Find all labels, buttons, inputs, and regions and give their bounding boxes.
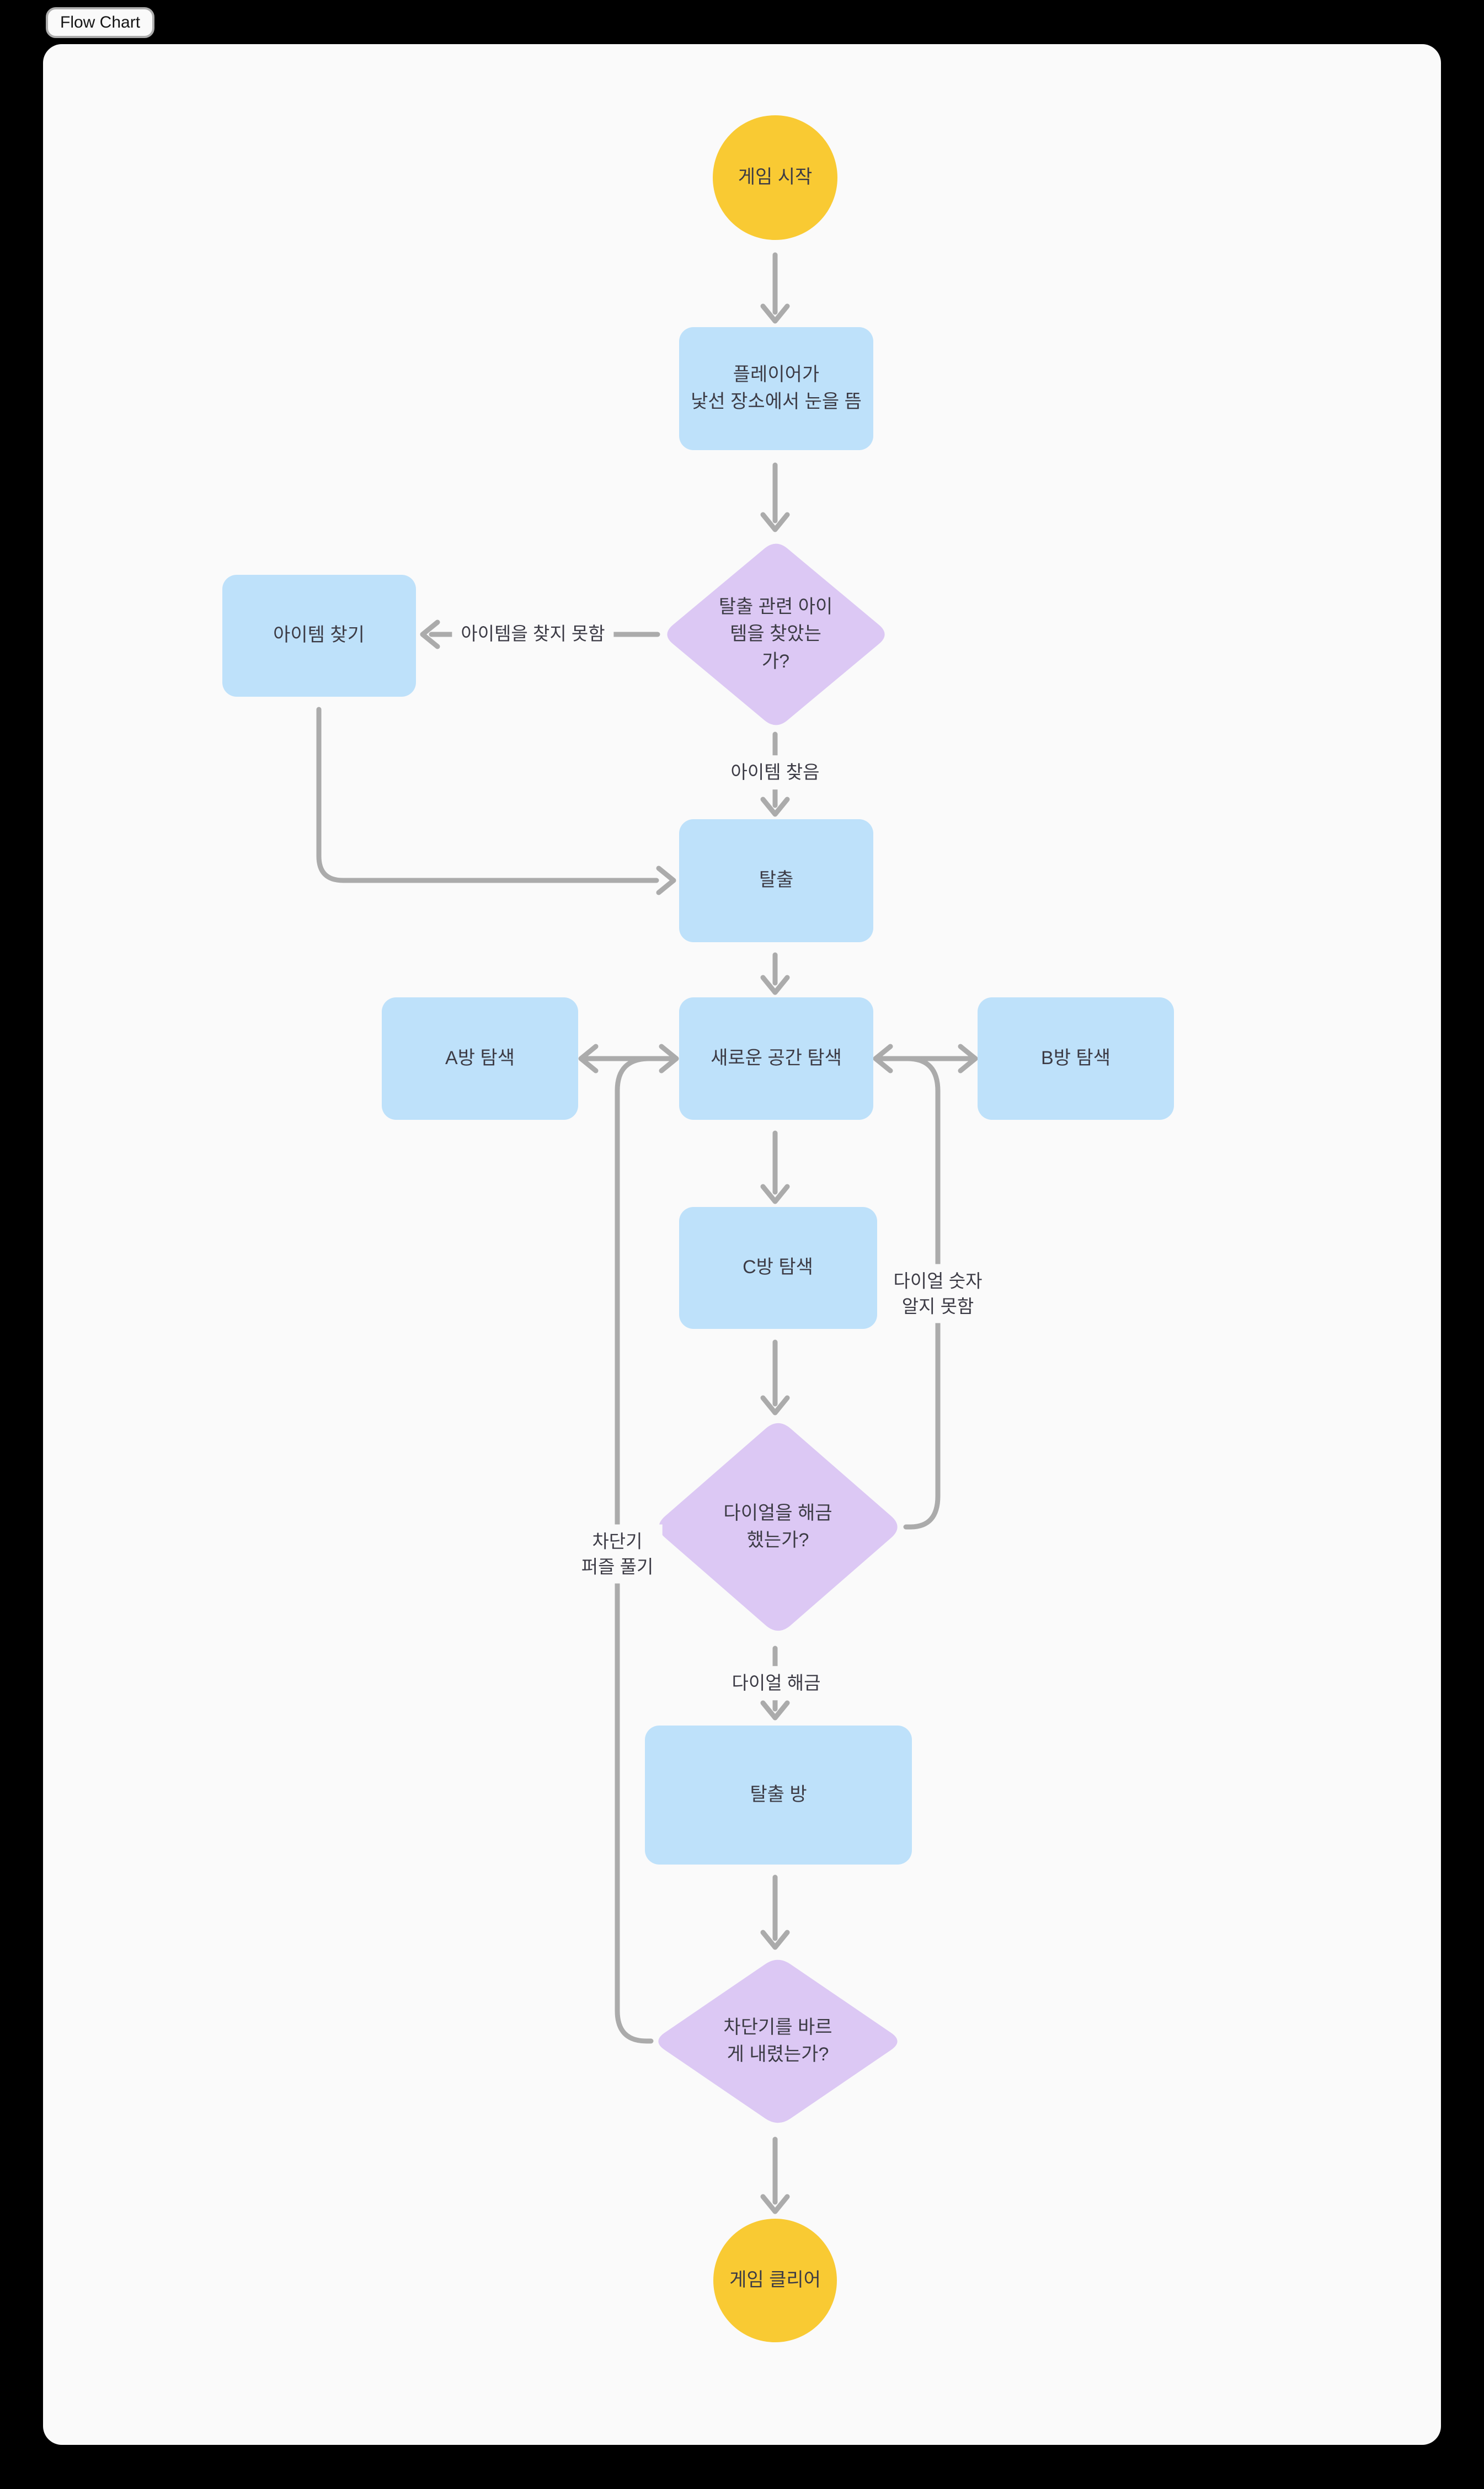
arrowhead-q-dial-yes-to-escape-room-0 — [760, 1700, 790, 1721]
arrowhead-explore-room-b-1 — [958, 1044, 978, 1073]
node-label: 아이템 찾기 — [273, 624, 365, 646]
arrowhead-q-item-no-to-find-0 — [420, 619, 440, 649]
node-q-dial-unlocked[interactable]: 다이얼을 해금 했는가? — [653, 1418, 904, 1636]
page-title-tab[interactable]: Flow Chart — [46, 7, 155, 38]
node-label: A방 탐색 — [445, 1048, 515, 1069]
edge-label-q-item-no-to-find: 아이템을 찾지 못함 — [452, 617, 614, 651]
arrowhead-explore-room-a-1 — [659, 1044, 679, 1073]
arrowhead-room-c-to-q-dial-0 — [760, 1395, 790, 1416]
node-label: 게임 클리어 — [729, 2269, 821, 2291]
diamond-shape — [658, 1423, 898, 1631]
node-label: 탈출 관련 아이 템을 찾았는 가? — [718, 596, 833, 672]
node-game-start[interactable]: 게임 시작 — [713, 115, 837, 240]
node-label: 플레이어가 낯선 장소에서 눈을 뜸 — [691, 364, 862, 412]
edge-label-q-item-yes-to-escape: 아이템 찾음 — [722, 755, 829, 789]
node-q-found-item[interactable]: 탈출 관련 아이 템을 찾았는 가? — [661, 539, 890, 730]
node-find-item[interactable]: 아이템 찾기 — [222, 574, 416, 697]
arrowhead-explore-to-room-c-0 — [760, 1184, 790, 1204]
node-player-wakes[interactable]: 플레이어가 낯선 장소에서 눈을 뜸 — [679, 327, 873, 450]
arrowhead-explore-room-b-0 — [873, 1044, 893, 1073]
edge-label-q-dial-no-loop: 다이얼 숫자 알지 못함 — [884, 1264, 991, 1323]
diamond-shape — [658, 1959, 898, 2123]
arrowhead-q-breaker-yes-to-clear-0 — [760, 2194, 790, 2214]
node-explore-new-space[interactable]: 새로운 공간 탐색 — [679, 997, 873, 1120]
arrowhead-explore-room-a-0 — [578, 1044, 599, 1073]
arrowhead-escape-room-to-q-breaker-0 — [760, 1930, 790, 1950]
edge-label-q-breaker-no-loop: 차단기 퍼즐 풀기 — [572, 1524, 663, 1584]
node-escape-room[interactable]: 탈출 방 — [645, 1726, 912, 1865]
node-label: 탈출 방 — [750, 1784, 807, 1806]
arrowhead-escape-to-explore-0 — [760, 975, 790, 995]
node-label: C방 탐색 — [743, 1257, 813, 1278]
arrowhead-wake-to-q-item-0 — [760, 512, 790, 532]
node-label: 차단기를 바르 게 내렸는가? — [723, 2016, 832, 2065]
node-game-clear[interactable]: 게임 클리어 — [713, 2219, 837, 2342]
arrowhead-start-to-wake-0 — [760, 303, 790, 324]
node-label: 게임 시작 — [738, 167, 813, 188]
node-label: 다이얼을 해금 했는가? — [723, 1502, 832, 1551]
node-label: 새로운 공간 탐색 — [711, 1048, 842, 1069]
arrowhead-q-item-yes-to-escape-0 — [760, 797, 790, 817]
node-room-b[interactable]: B방 탐색 — [978, 997, 1174, 1120]
edge-find-to-escape — [316, 707, 659, 883]
node-label: B방 탐색 — [1041, 1048, 1111, 1069]
diamond-shape — [666, 543, 885, 725]
node-room-c[interactable]: C방 탐색 — [679, 1206, 877, 1329]
arrowhead-find-to-escape-0 — [656, 866, 676, 895]
node-q-breaker-correct[interactable]: 차단기를 바르 게 내렸는가? — [652, 1956, 904, 2127]
edge-label-q-dial-yes-to-escape-room: 다이얼 해금 — [723, 1666, 830, 1700]
node-room-a[interactable]: A방 탐색 — [382, 997, 578, 1120]
node-escape[interactable]: 탈출 — [679, 819, 873, 942]
node-label: 탈출 — [759, 869, 794, 891]
